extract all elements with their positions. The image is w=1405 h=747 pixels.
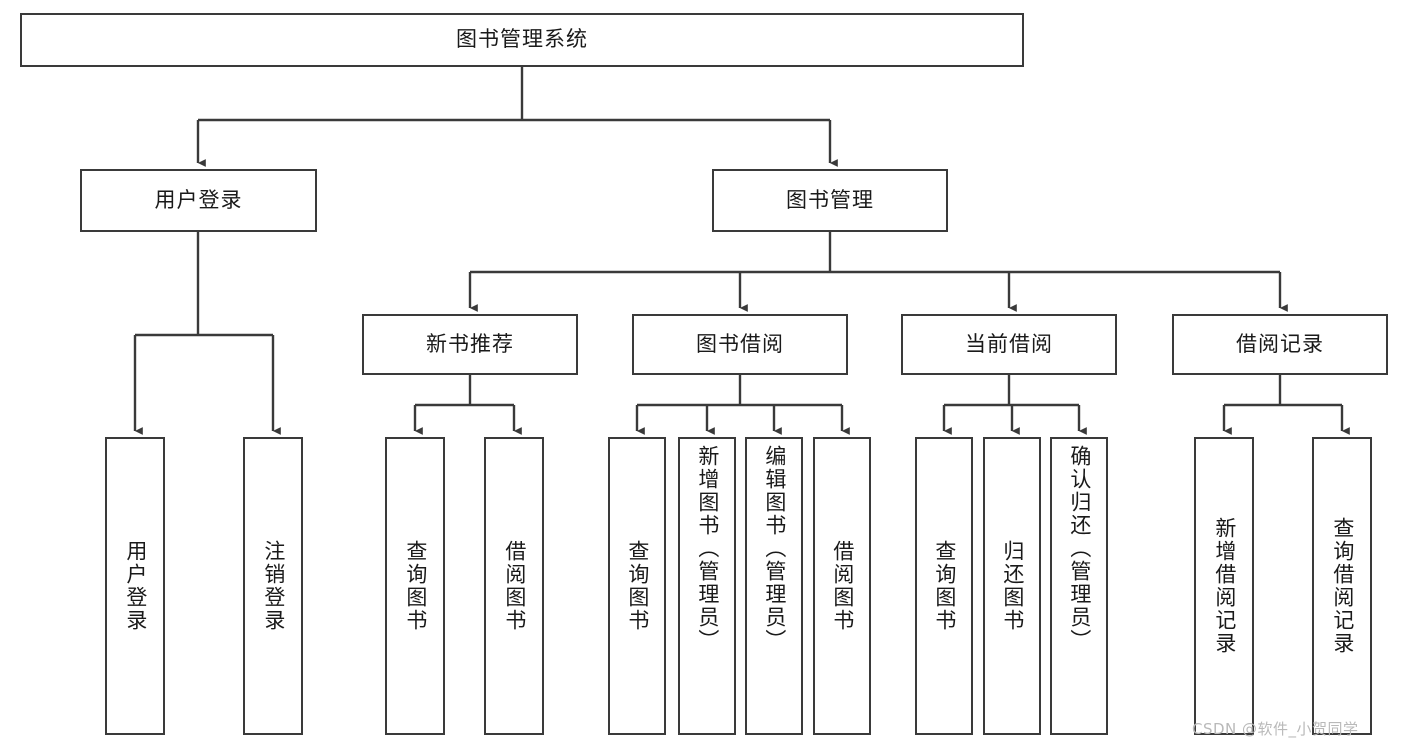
node-borrow-record[interactable]: 借阅记录 (1172, 314, 1388, 375)
node-book-manage-label: 图书管理 (786, 187, 874, 212)
leaf-logout[interactable]: 注销登录 (243, 437, 303, 735)
leaf-return-book[interactable]: 归还图书 (983, 437, 1041, 735)
node-current-borrow-label: 当前借阅 (965, 331, 1053, 356)
leaf-borrow-book-2-label: 借阅图书 (830, 540, 855, 632)
leaf-add-book-label: 新增图书（管理员） (695, 445, 720, 652)
node-book-borrow-label: 图书借阅 (696, 331, 784, 356)
leaf-edit-book-label: 编辑图书（管理员） (762, 445, 787, 652)
leaf-add-record-label: 新增借阅记录 (1212, 517, 1237, 655)
node-current-borrow[interactable]: 当前借阅 (901, 314, 1117, 375)
node-book-borrow[interactable]: 图书借阅 (632, 314, 848, 375)
leaf-add-book[interactable]: 新增图书（管理员） (678, 437, 736, 735)
leaf-query-record-label: 查询借阅记录 (1330, 517, 1355, 655)
node-root-label: 图书管理系统 (456, 27, 588, 52)
leaf-borrow-book-1-label: 借阅图书 (502, 540, 527, 632)
node-new-book-rec-label: 新书推荐 (426, 331, 514, 356)
leaf-query-book-3[interactable]: 查询图书 (915, 437, 973, 735)
leaf-add-record[interactable]: 新增借阅记录 (1194, 437, 1254, 735)
leaf-confirm-return-label: 确认归还（管理员） (1067, 445, 1092, 652)
leaf-edit-book[interactable]: 编辑图书（管理员） (745, 437, 803, 735)
leaf-return-book-label: 归还图书 (1000, 540, 1025, 632)
node-root[interactable]: 图书管理系统 (20, 13, 1024, 67)
node-book-manage[interactable]: 图书管理 (712, 169, 948, 232)
node-borrow-record-label: 借阅记录 (1236, 331, 1324, 356)
leaf-logout-label: 注销登录 (261, 540, 286, 632)
leaf-query-record[interactable]: 查询借阅记录 (1312, 437, 1372, 735)
leaf-borrow-book-1[interactable]: 借阅图书 (484, 437, 544, 735)
leaf-query-book-2[interactable]: 查询图书 (608, 437, 666, 735)
leaf-user-login[interactable]: 用户登录 (105, 437, 165, 735)
leaf-confirm-return[interactable]: 确认归还（管理员） (1050, 437, 1108, 735)
node-user-login-label: 用户登录 (154, 187, 243, 212)
leaf-query-book-3-label: 查询图书 (932, 540, 957, 632)
node-new-book-rec[interactable]: 新书推荐 (362, 314, 578, 375)
leaf-user-login-label: 用户登录 (123, 540, 148, 632)
leaf-query-book-1-label: 查询图书 (403, 540, 428, 632)
leaf-query-book-1[interactable]: 查询图书 (385, 437, 445, 735)
node-user-login[interactable]: 用户登录 (80, 169, 317, 232)
leaf-borrow-book-2[interactable]: 借阅图书 (813, 437, 871, 735)
leaf-query-book-2-label: 查询图书 (625, 540, 650, 632)
